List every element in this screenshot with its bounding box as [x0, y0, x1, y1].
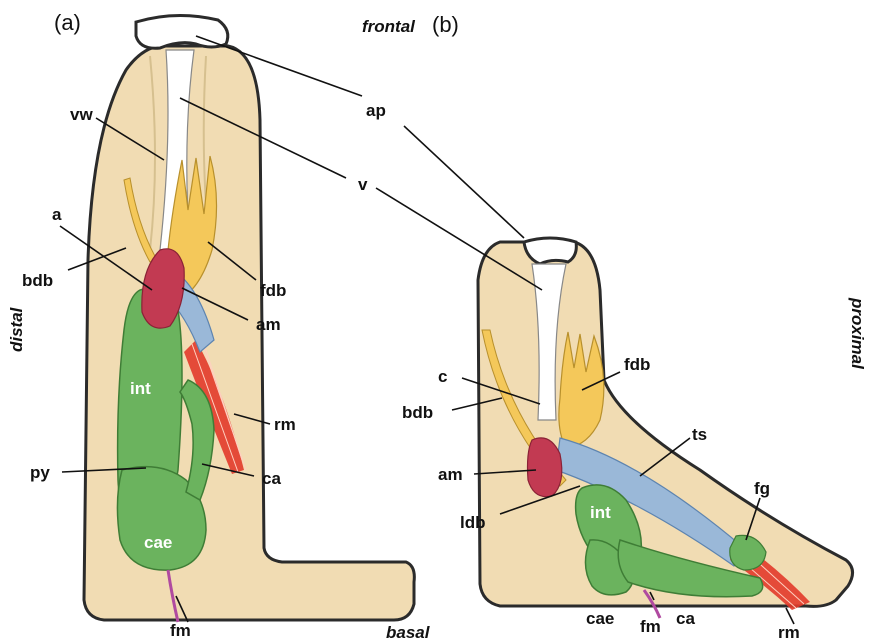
- orientation-frontal: frontal: [362, 17, 416, 36]
- label-ts: ts: [692, 425, 707, 444]
- label-cae-a: cae: [144, 533, 172, 552]
- label-v: v: [358, 175, 368, 194]
- orientation-basal: basal: [386, 623, 431, 642]
- label-int-a: int: [130, 379, 151, 398]
- label-int-b: int: [590, 503, 611, 522]
- panel-label-b: (b): [432, 12, 459, 37]
- orientation-proximal: proximal: [848, 297, 867, 370]
- label-fm-a: fm: [170, 621, 191, 640]
- label-vw: vw: [70, 105, 93, 124]
- label-fg: fg: [754, 479, 770, 498]
- zooid-b-operculum: [524, 238, 576, 264]
- label-rm-a: rm: [274, 415, 296, 434]
- panel-label-a: (a): [54, 10, 81, 35]
- label-ca-b: ca: [676, 609, 695, 628]
- label-rm-b: rm: [778, 623, 800, 642]
- label-fdb-a: fdb: [260, 281, 286, 300]
- label-bdb-a: bdb: [22, 271, 53, 290]
- panel-b-zooid: [478, 238, 853, 618]
- label-bdb-b: bdb: [402, 403, 433, 422]
- zooid-b-body: [478, 242, 853, 606]
- label-ldb: ldb: [460, 513, 486, 532]
- label-fm-b: fm: [640, 617, 661, 636]
- orientation-distal: distal: [7, 306, 26, 352]
- panel-a-zooid: [84, 15, 414, 622]
- label-py: py: [30, 463, 50, 482]
- label-ca-a: ca: [262, 469, 281, 488]
- label-c: c: [438, 367, 447, 386]
- label-am-a: am: [256, 315, 281, 334]
- label-fdb-b: fdb: [624, 355, 650, 374]
- label-ap: ap: [366, 101, 386, 120]
- label-cae-b: cae: [586, 609, 614, 628]
- label-am-b: am: [438, 465, 463, 484]
- label-a: a: [52, 205, 62, 224]
